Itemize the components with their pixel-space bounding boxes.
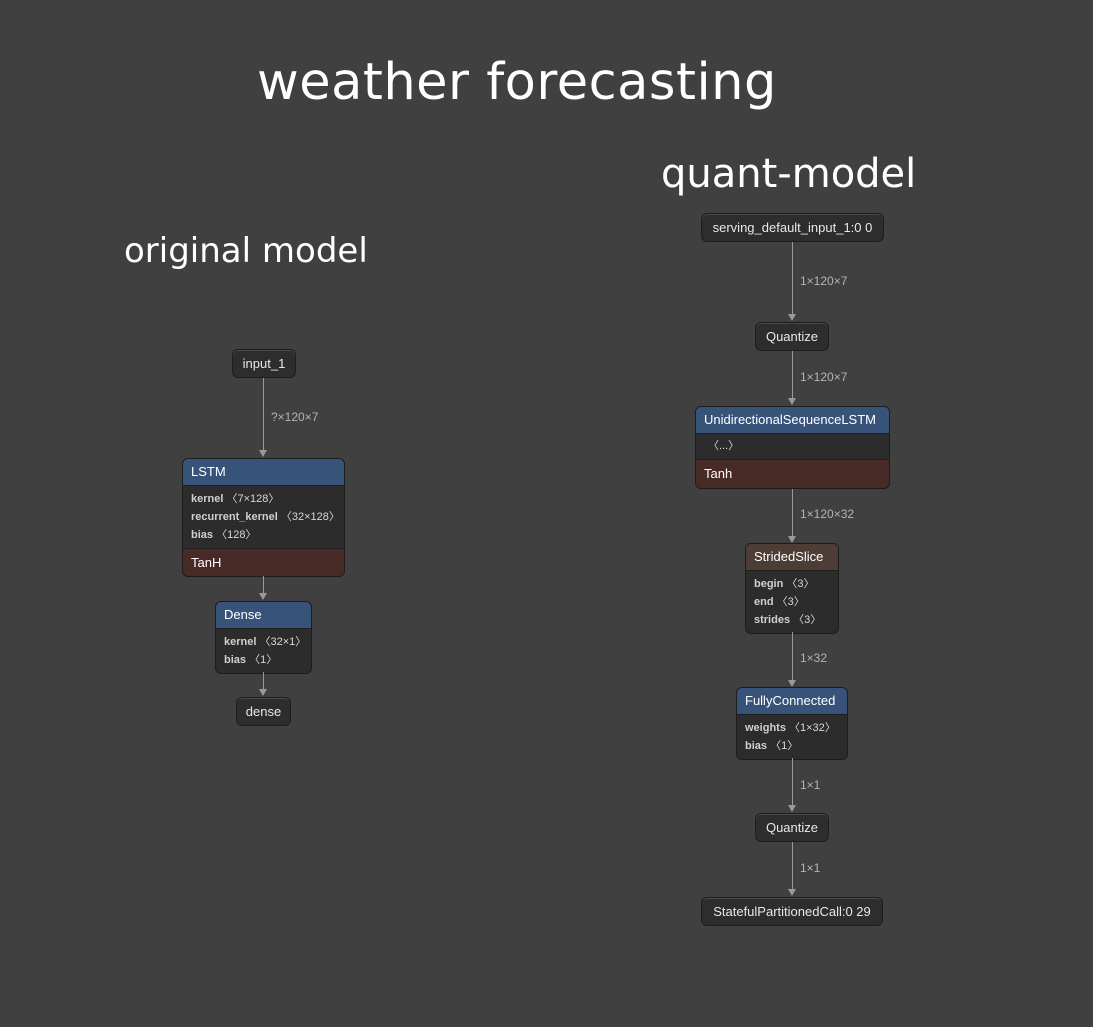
edge-label-shape: ?×120×7 [271, 410, 319, 424]
input-node-serving-default[interactable]: serving_default_input_1:0 0 [701, 213, 884, 242]
lstm-node-header: UnidirectionalSequenceLSTM [696, 407, 889, 434]
output-node-stateful-partitioned-call[interactable]: StatefulPartitionedCall:0 29 [701, 897, 883, 926]
arrow-head-icon [788, 680, 796, 687]
fullyconnected-node[interactable]: FullyConnected weights 〈1×32〉 bias 〈1〉 [736, 687, 848, 760]
arrow-head-icon [788, 536, 796, 543]
attr-bias: bias 〈128〉 [191, 529, 257, 541]
quant-model-title: quant-model [661, 151, 917, 197]
lstm-activation-tanh: Tanh [696, 460, 889, 488]
edge-label-shape: 1×32 [800, 651, 828, 665]
arrow-head-icon [259, 593, 267, 600]
arrow-head-icon [259, 450, 267, 457]
edge-label-shape: 1×1 [800, 861, 821, 875]
quantize-node-2[interactable]: Quantize [755, 813, 829, 842]
attr-weights: weights 〈1×32〉 [745, 722, 836, 734]
node-label: Quantize [765, 329, 819, 344]
attr-kernel: kernel 〈32×1〉 [224, 636, 307, 648]
arrow-head-icon [788, 805, 796, 812]
dense-node-attributes: kernel 〈32×1〉 bias 〈1〉 [216, 629, 311, 673]
lstm-node-header: LSTM [183, 459, 344, 486]
dense-node[interactable]: Dense kernel 〈32×1〉 bias 〈1〉 [215, 601, 312, 674]
attr-kernel: kernel 〈7×128〉 [191, 493, 280, 505]
fullyconnected-node-attributes: weights 〈1×32〉 bias 〈1〉 [737, 715, 847, 759]
stridedslice-node[interactable]: StridedSlice begin 〈3〉 end 〈3〉 strides 〈… [745, 543, 839, 634]
stridedslice-node-header: StridedSlice [746, 544, 838, 571]
node-label: serving_default_input_1:0 0 [712, 220, 873, 235]
edge-label-shape: 1×120×32 [800, 507, 855, 521]
edge-dense-to-output [263, 672, 264, 690]
edge-lstm-to-dense [263, 576, 264, 594]
edge-stridedslice-to-fullyconnected [792, 632, 793, 681]
output-node-dense[interactable]: dense [236, 697, 291, 726]
stridedslice-node-attributes: begin 〈3〉 end 〈3〉 strides 〈3〉 [746, 571, 838, 633]
original-model-title: original model [124, 231, 368, 271]
arrow-head-icon [788, 889, 796, 896]
edge-input-to-quantize [792, 242, 793, 315]
node-label: Quantize [765, 820, 819, 835]
quantize-node-1[interactable]: Quantize [755, 322, 829, 351]
edge-quantize-to-output [792, 842, 793, 890]
edge-quantize-to-lstm [792, 351, 793, 399]
node-label: dense [245, 704, 282, 719]
lstm-node-attributes: kernel 〈7×128〉 recurrent_kernel 〈32×128〉… [183, 486, 344, 548]
edge-input-to-lstm [263, 378, 264, 451]
attr-recurrent-kernel: recurrent_kernel 〈32×128〉 [191, 511, 340, 523]
attr-end: end 〈3〉 [754, 596, 805, 608]
node-label: StatefulPartitionedCall:0 29 [713, 904, 871, 919]
edge-label-shape: 1×120×7 [800, 370, 848, 384]
fullyconnected-node-header: FullyConnected [737, 688, 847, 715]
collapsed-attributes[interactable]: 〈...〉 [696, 434, 889, 460]
attr-bias: bias 〈1〉 [224, 654, 278, 666]
edge-label-shape: 1×1 [800, 778, 821, 792]
lstm-activation-tanh: TanH [183, 548, 344, 576]
attr-bias: bias 〈1〉 [745, 740, 799, 752]
arrow-head-icon [259, 689, 267, 696]
arrow-head-icon [788, 314, 796, 321]
arrow-head-icon [788, 398, 796, 405]
node-label: input_1 [242, 356, 286, 371]
main-title: weather forecasting [257, 53, 777, 112]
edge-label-shape: 1×120×7 [800, 274, 848, 288]
lstm-node[interactable]: LSTM kernel 〈7×128〉 recurrent_kernel 〈32… [182, 458, 345, 577]
dense-node-header: Dense [216, 602, 311, 629]
attr-strides: strides 〈3〉 [754, 614, 822, 626]
edge-lstm-to-stridedslice [792, 489, 793, 537]
unidirectional-lstm-node[interactable]: UnidirectionalSequenceLSTM 〈...〉 Tanh [695, 406, 890, 489]
attr-begin: begin 〈3〉 [754, 578, 815, 590]
input-node-input-1[interactable]: input_1 [232, 349, 296, 378]
edge-fullyconnected-to-quantize [792, 758, 793, 806]
